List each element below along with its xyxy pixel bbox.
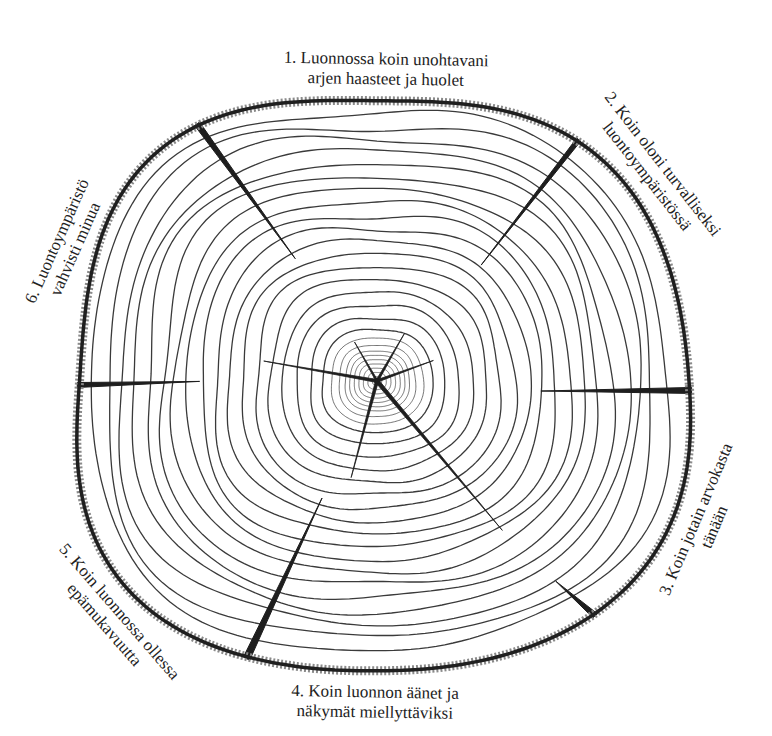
rim-crack xyxy=(556,581,598,618)
growth-ring xyxy=(322,329,433,432)
centre-crack xyxy=(355,342,378,381)
growth-ring xyxy=(256,268,501,494)
growth-ring xyxy=(297,305,459,457)
growth-ring xyxy=(216,228,542,534)
rim-crack xyxy=(195,122,296,259)
growth-ring xyxy=(311,319,445,444)
centre-crack xyxy=(351,381,378,478)
item-label: 4. Koin luonnon äänet ja näkymät miellyt… xyxy=(274,681,475,724)
item-label: 1. Luonnossa koin unohtavani arjen haast… xyxy=(265,48,506,91)
centre-crack xyxy=(377,360,434,382)
growth-ring xyxy=(132,149,631,615)
stump-cracks xyxy=(77,122,691,660)
centre-crack xyxy=(375,380,502,531)
growth-ring xyxy=(148,165,615,600)
rim-crack xyxy=(77,381,199,387)
bark-rim xyxy=(77,100,691,670)
growth-ring xyxy=(203,216,555,546)
bark-texture xyxy=(77,100,691,670)
rim-outline xyxy=(77,100,691,670)
centre-crack xyxy=(376,333,405,381)
growth-rings xyxy=(91,110,670,650)
growth-ring xyxy=(242,253,517,509)
item-label: 2. Koin oloni turvalliseksi luontoympäri… xyxy=(573,74,736,267)
growth-ring xyxy=(331,338,424,424)
centre-crack xyxy=(264,361,378,382)
rim-crack xyxy=(243,498,322,660)
growth-ring xyxy=(91,110,670,650)
item-label: 6. Luontoympäristö vahvisti minua xyxy=(16,164,117,326)
growth-ring xyxy=(186,201,573,562)
growth-ring xyxy=(170,188,585,574)
growth-ring xyxy=(227,239,531,523)
growth-ring xyxy=(282,292,474,471)
rim-crack xyxy=(541,387,692,393)
growth-ring xyxy=(268,280,487,483)
growth-ring xyxy=(159,178,598,582)
item-label: 3. Koin jotain arvokasta tänään xyxy=(649,426,761,621)
rim-crack xyxy=(481,138,581,265)
